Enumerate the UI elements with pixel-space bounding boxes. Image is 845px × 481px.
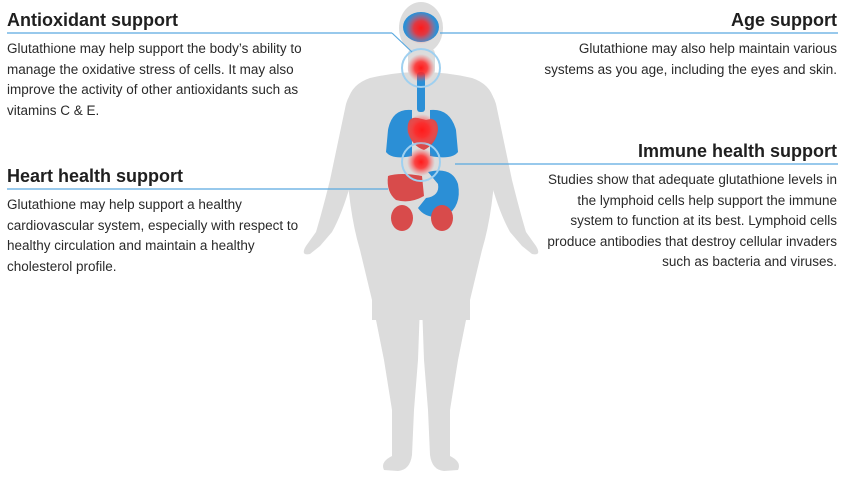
antioxidant-body: Glutathione may help support the body’s … [7, 41, 302, 118]
age-support-section: Age support Glutathione may also help ma… [537, 9, 837, 80]
heart-health-body: Glutathione may help support a healthy c… [7, 197, 299, 274]
age-support-body: Glutathione may also help maintain vario… [544, 41, 837, 77]
left-lung [386, 109, 412, 158]
kidney-right [431, 205, 453, 231]
right-lung [430, 109, 458, 158]
antioxidant-section: Antioxidant support Glutathione may help… [7, 9, 307, 121]
antioxidant-title: Antioxidant support [7, 10, 178, 30]
connector-lines [7, 32, 838, 190]
immune-health-body: Studies show that adequate glutathione l… [547, 172, 837, 269]
glow-spots [405, 12, 438, 176]
age-support-title: Age support [731, 10, 837, 30]
immune-health-title: Immune health support [637, 141, 837, 161]
heart-health-title: Heart health support [7, 166, 184, 186]
heart-health-section: Heart health support Glutathione may hel… [7, 165, 307, 277]
stomach-organ [418, 170, 459, 217]
trachea [417, 72, 425, 112]
immune-health-section: Immune health support Studies show that … [547, 140, 837, 273]
kidney-left [391, 205, 413, 231]
liver-organ [387, 174, 424, 202]
